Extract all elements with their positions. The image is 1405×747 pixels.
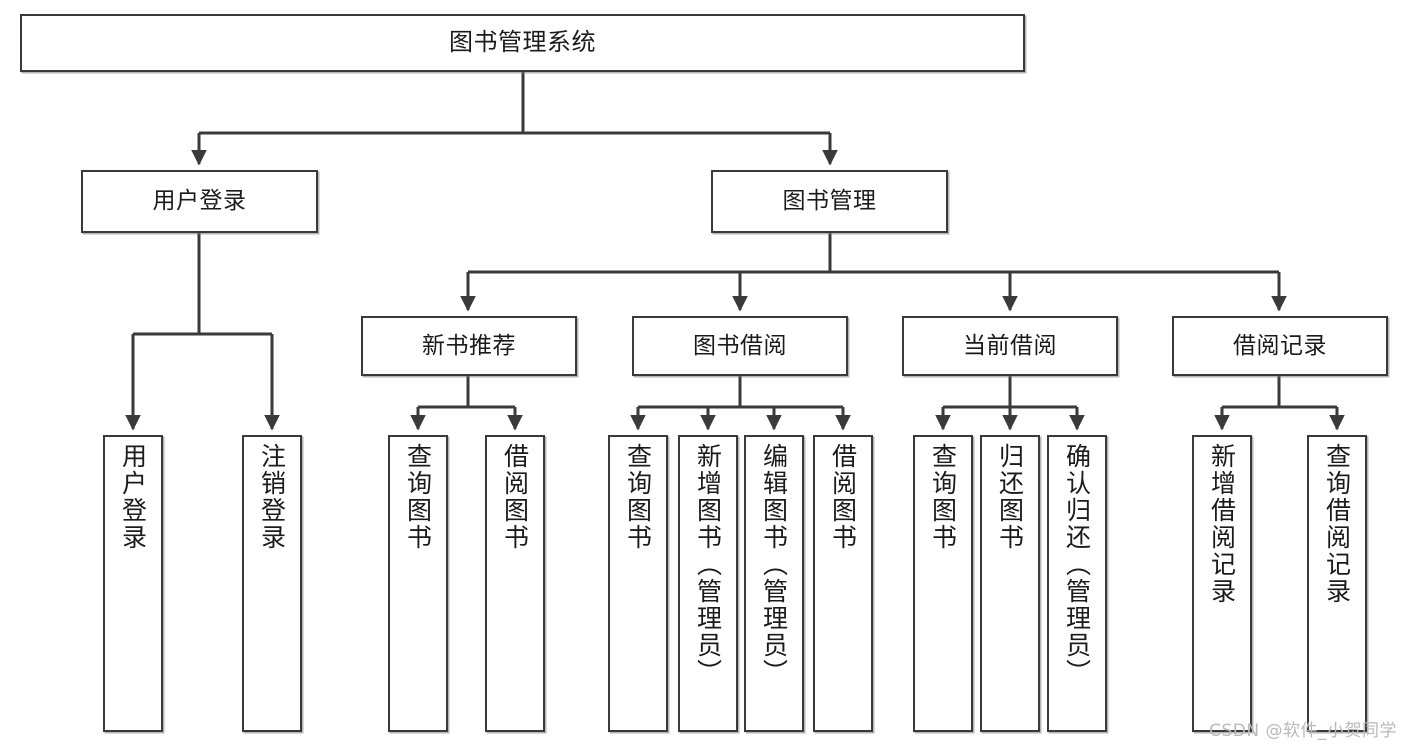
node-leaf-borrow-book-2-label: 借阅图书 <box>828 443 858 551</box>
node-leaf-query-book-3-label: 查询图书 <box>928 443 958 551</box>
node-leaf-confirm-return-label: 确认归还（管理员） <box>1062 443 1092 686</box>
node-leaf-borrow-book-1[interactable]: 借阅图书 <box>485 435 545 732</box>
node-book-manage-label: 图书管理 <box>782 188 877 215</box>
node-borrow-record[interactable]: 借阅记录 <box>1172 316 1388 376</box>
node-leaf-logout-login-label: 注销登录 <box>257 443 287 551</box>
node-current-borrow-label: 当前借阅 <box>963 332 1057 359</box>
watermark: CSDN @软件_小贺同学 <box>1209 721 1397 741</box>
node-leaf-add-book-label: 新增图书（管理员） <box>693 443 723 686</box>
node-leaf-logout-login[interactable]: 注销登录 <box>242 435 302 732</box>
node-leaf-borrow-book-2[interactable]: 借阅图书 <box>813 435 873 732</box>
node-leaf-query-book-1-label: 查询图书 <box>403 443 433 551</box>
node-leaf-user-login[interactable]: 用户登录 <box>103 435 163 732</box>
node-current-borrow[interactable]: 当前借阅 <box>902 316 1118 376</box>
node-leaf-return-book-label: 归还图书 <box>995 443 1025 551</box>
node-leaf-user-login-label: 用户登录 <box>118 443 148 551</box>
node-leaf-query-book-2[interactable]: 查询图书 <box>608 435 668 732</box>
node-leaf-edit-book[interactable]: 编辑图书（管理员） <box>744 435 804 732</box>
node-book-borrow[interactable]: 图书借阅 <box>632 316 848 376</box>
node-book-borrow-label: 图书借阅 <box>693 332 787 359</box>
node-leaf-query-record-label: 查询借阅记录 <box>1322 443 1352 605</box>
node-leaf-borrow-book-1-label: 借阅图书 <box>500 443 530 551</box>
node-borrow-record-label: 借阅记录 <box>1233 332 1327 359</box>
node-new-book-recommend-label: 新书推荐 <box>422 332 516 359</box>
node-user-login[interactable]: 用户登录 <box>81 170 318 233</box>
node-root[interactable]: 图书管理系统 <box>20 14 1025 72</box>
node-leaf-confirm-return[interactable]: 确认归还（管理员） <box>1047 435 1107 732</box>
node-leaf-add-record[interactable]: 新增借阅记录 <box>1192 435 1252 732</box>
node-leaf-add-record-label: 新增借阅记录 <box>1207 443 1237 605</box>
node-leaf-edit-book-label: 编辑图书（管理员） <box>759 443 789 686</box>
node-leaf-query-book-2-label: 查询图书 <box>623 443 653 551</box>
node-root-label: 图书管理系统 <box>449 28 596 57</box>
node-leaf-query-book-3[interactable]: 查询图书 <box>913 435 973 732</box>
node-leaf-query-book-1[interactable]: 查询图书 <box>388 435 448 732</box>
node-leaf-query-record[interactable]: 查询借阅记录 <box>1307 435 1367 732</box>
node-leaf-return-book[interactable]: 归还图书 <box>980 435 1040 732</box>
node-user-login-label: 用户登录 <box>152 188 247 215</box>
node-book-manage[interactable]: 图书管理 <box>711 170 948 233</box>
node-new-book-recommend[interactable]: 新书推荐 <box>361 316 577 376</box>
node-leaf-add-book[interactable]: 新增图书（管理员） <box>678 435 738 732</box>
